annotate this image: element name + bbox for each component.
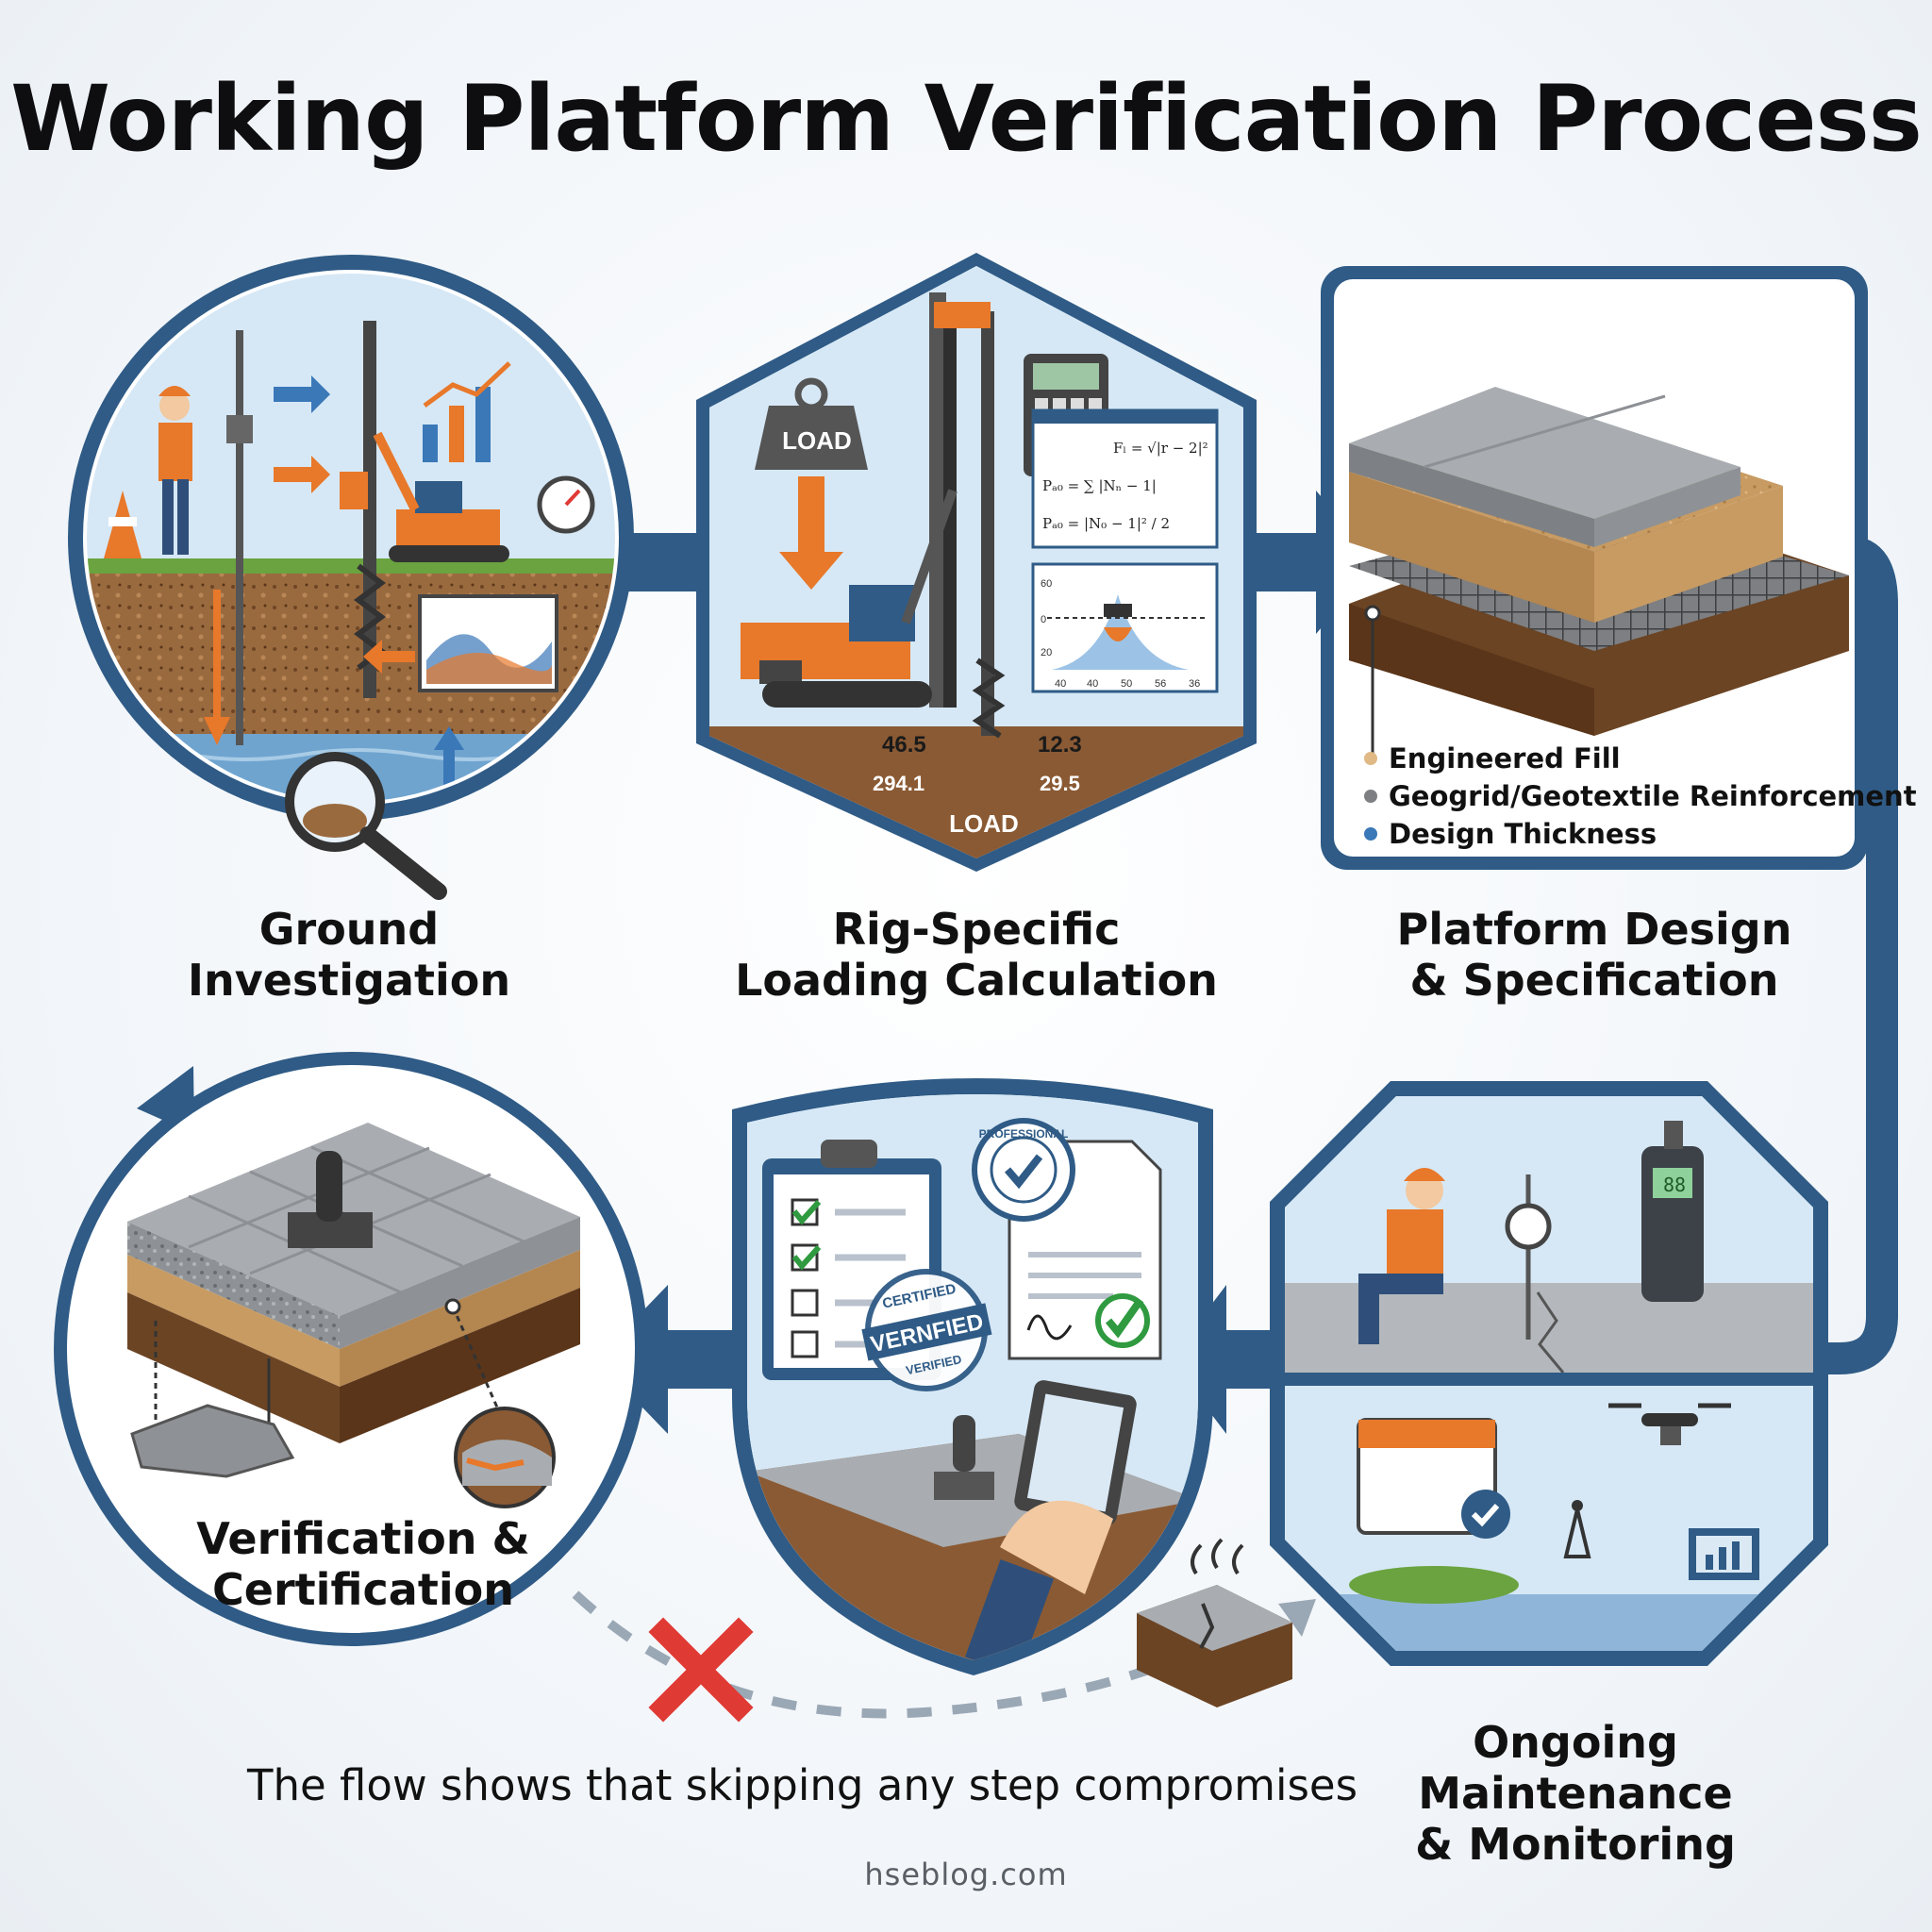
step-verification-shield-panel xyxy=(732,1078,1213,1675)
chart-x-tick-4: 56 xyxy=(1155,678,1166,690)
skip-step-cross-icon xyxy=(648,1617,754,1723)
step-ongoing-maintenance-panel xyxy=(1270,1081,1828,1666)
ground-load-label: LOAD xyxy=(949,809,1019,838)
professional-seal-text: PROFESSIONAL xyxy=(979,1127,1069,1141)
layer-legend: Engineered Fill Geogrid/Geotextile Reinf… xyxy=(1364,740,1917,853)
reading-1: 46.5 xyxy=(882,732,926,758)
step-verification-certification-panel xyxy=(54,1052,648,1646)
legend-item-thickness: Design Thickness xyxy=(1389,818,1657,850)
page-title: Working Platform Verification Process xyxy=(10,66,1923,172)
step-label-loading-calculation: Rig-Specific Loading Calculation xyxy=(735,904,1218,1006)
formula-1: Fₗ = √|r − 2|² xyxy=(1113,440,1208,457)
step-platform-design-panel xyxy=(1321,266,1868,870)
reading-4: 29.5 xyxy=(1040,772,1080,795)
legend-item-fill: Engineered Fill xyxy=(1389,742,1621,774)
skip-step-dashed-path xyxy=(572,1591,1257,1719)
skip-step-arrow-head xyxy=(1278,1599,1316,1637)
cracked-block-icon xyxy=(1137,1538,1292,1707)
step-label-verification-certification: Verification & Certification xyxy=(196,1513,530,1615)
legend-dot-thickness xyxy=(1364,827,1377,841)
chart-y-tick-3: 20 xyxy=(1041,647,1052,658)
meter-display: 88 xyxy=(1663,1174,1686,1196)
chart-x-tick-1: 40 xyxy=(1055,678,1066,690)
reading-3: 294.1 xyxy=(873,772,924,795)
site-credit: hseblog.com xyxy=(864,1857,1068,1892)
reading-2: 12.3 xyxy=(1038,732,1082,758)
formula-3: Pₐ₀ = |N₀ − 1|² / 2 xyxy=(1042,515,1170,532)
weight-load-label: LOAD xyxy=(782,426,852,455)
chart-y-tick-1: 60 xyxy=(1041,578,1052,590)
step-loading-calculation-panel xyxy=(696,253,1257,872)
legend-dot-fill xyxy=(1364,752,1377,765)
formula-2: Pₐ₀ = ∑ |Nₙ − 1| xyxy=(1042,477,1157,494)
chart-x-tick-3: 50 xyxy=(1121,678,1132,690)
footer-caption: The flow shows that skipping any step co… xyxy=(247,1760,1358,1810)
legend-dot-geogrid xyxy=(1364,790,1377,803)
step-label-ongoing-maintenance: Ongoing Maintenance & Monitoring xyxy=(1415,1717,1736,1870)
chart-x-tick-2: 40 xyxy=(1087,678,1098,690)
chart-y-tick-2: 0 xyxy=(1041,614,1046,625)
step-label-platform-design: Platform Design & Specification xyxy=(1396,904,1792,1006)
chart-x-tick-5: 36 xyxy=(1189,678,1200,690)
step-ground-investigation-panel xyxy=(68,255,634,900)
legend-item-geogrid: Geogrid/Geotextile Reinforcement xyxy=(1389,780,1917,812)
step-label-ground-investigation: Ground Investigation xyxy=(187,904,511,1006)
